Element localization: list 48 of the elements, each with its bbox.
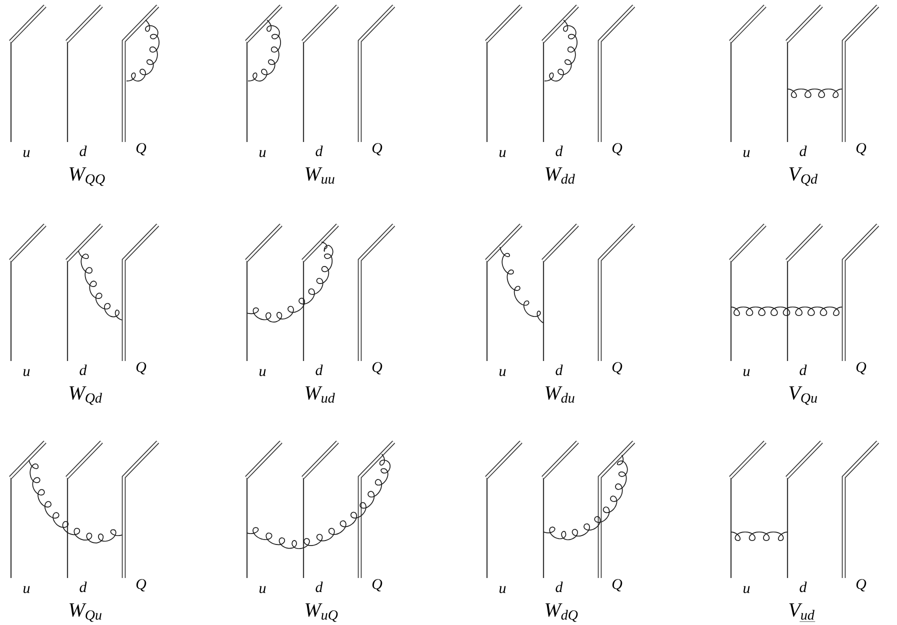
line-label: d (556, 364, 563, 376)
caption: W$_{ud}$ (306, 386, 335, 403)
line-label: u (260, 369, 266, 376)
line-label: Q (136, 579, 146, 592)
line-label: u (744, 369, 750, 376)
line-label: u (24, 369, 30, 376)
caption: V$_{Qu}$ (789, 386, 818, 405)
line-label: d (800, 146, 807, 156)
line-label: Q (856, 143, 866, 156)
line-label: d (556, 146, 563, 156)
line-label: u (500, 369, 506, 376)
line-label: d (316, 582, 323, 592)
line-label: d (80, 146, 87, 156)
line-label: Q (856, 579, 866, 592)
caption: W$_{QQ}$ (70, 167, 105, 186)
caption: W$_{Qd}$ (70, 386, 102, 405)
line-label: u (500, 150, 506, 158)
caption: V$_{ud}$ (789, 603, 814, 620)
line-label: u (24, 586, 30, 594)
line-label: Q (136, 143, 146, 156)
line-label: Q (612, 362, 622, 374)
caption: W$_{dd}$ (546, 167, 575, 184)
line-label: Q (372, 143, 382, 156)
line-label: u (260, 150, 266, 158)
line-label: d (80, 582, 87, 592)
line-label: u (260, 586, 266, 594)
line-label: Q (136, 362, 146, 374)
line-label: Q (372, 362, 382, 374)
line-label: u (744, 150, 750, 158)
line-label: Q (612, 143, 622, 156)
line-label: u (24, 150, 30, 158)
line-label: u (744, 586, 750, 594)
line-label: Q (372, 579, 382, 592)
line-label: Q (612, 579, 622, 592)
caption: V$_{Qd}$ (789, 167, 818, 186)
line-label: Q (856, 362, 866, 374)
caption: W$_{du}$ (546, 386, 574, 403)
line-label: u (500, 586, 506, 594)
caption: W$_{uu}$ (306, 167, 334, 184)
line-label: d (800, 582, 807, 592)
line-label: d (556, 582, 563, 592)
line-label: d (316, 364, 323, 376)
caption: W$_{uQ}$ (306, 603, 338, 622)
line-label: d (80, 364, 87, 376)
line-label: d (800, 364, 807, 376)
line-label: d (316, 146, 323, 156)
caption: W$_{Qu}$ (70, 603, 102, 622)
caption: W$_{dQ}$ (546, 603, 578, 622)
